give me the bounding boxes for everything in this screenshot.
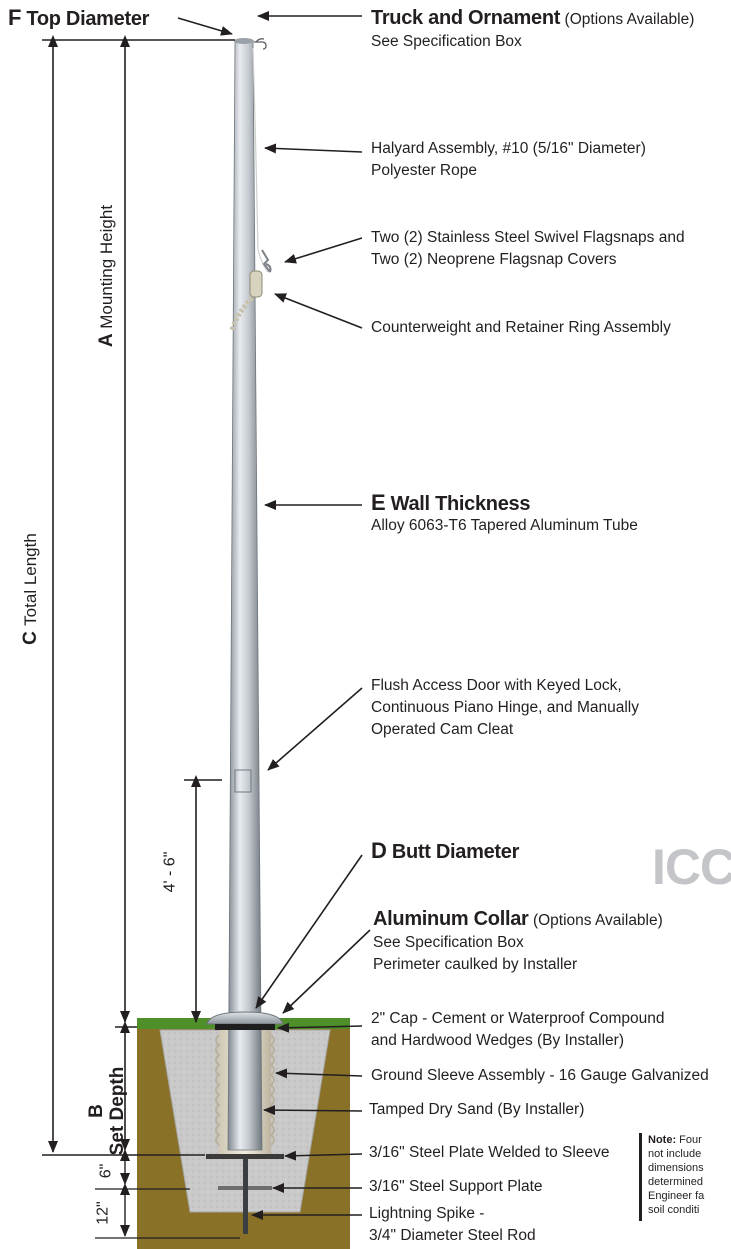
sand-line1: Tamped Dry Sand (By Installer) [369, 1101, 585, 1118]
butt-diameter-arrow [255, 854, 363, 1009]
mounting-height-text: Mounting Height [97, 204, 116, 329]
truck-ornament [234, 38, 254, 44]
six-inch-label: 6" [97, 1163, 115, 1179]
welded-plate-label: 3/16" Steel Plate Welded to Sleeve [369, 1142, 609, 1164]
collar-options: (Options Available) [532, 912, 663, 929]
butt-title: Butt Diameter [391, 841, 520, 863]
flagsnaps-arrow [284, 237, 363, 264]
note-text: Note: Four not include dimensions determ… [648, 1133, 731, 1217]
cap-arrow [277, 1022, 363, 1033]
welded-steel-plate [206, 1154, 284, 1159]
door-line1: Flush Access Door with Keyed Lock, [371, 677, 622, 694]
mounting-height-letter: A [96, 334, 117, 348]
note-line-3: determined [648, 1176, 704, 1188]
set-depth-letter: B [86, 1104, 107, 1118]
cap-line2: and Hardwood Wedges (By Installer) [371, 1032, 625, 1049]
truck-label: Truck and Ornament (Options Available) S… [371, 7, 694, 53]
top-diameter-text: Top Diameter [26, 8, 150, 30]
collar-label: Aluminum Collar (Options Available) See … [373, 908, 663, 976]
sleeve-corrugation-left [215, 1034, 221, 1146]
total-length-text: Total Length [21, 533, 40, 626]
sand-label: Tamped Dry Sand (By Installer) [369, 1099, 584, 1121]
top-diameter-label: F Top Diameter [8, 5, 150, 31]
door-height-label: 4' - 6" [161, 851, 179, 893]
butt-letter: D [371, 838, 387, 863]
sleeve-arrow [275, 1068, 363, 1079]
flagsnaps-line1: Two (2) Stainless Steel Swivel Flagsnaps… [371, 229, 685, 246]
sand-arrow [263, 1105, 363, 1116]
halyard-rope [252, 47, 269, 273]
collar-title: Aluminum Collar [373, 908, 529, 930]
note-bar [639, 1133, 642, 1221]
wall-letter: E [371, 490, 386, 515]
mounting-height-label: A Mounting Height [96, 181, 118, 371]
total-length-label: C Total Length [20, 509, 42, 669]
support-plate-line1: 3/16" Steel Support Plate [369, 1178, 543, 1195]
collar-cap-seal [215, 1024, 275, 1030]
spike-line2: 3/4" Diameter Steel Rod [369, 1227, 536, 1244]
counterweight-arrow [274, 293, 363, 329]
note-bold: Note: [648, 1134, 677, 1146]
truck-hook-icon [254, 38, 267, 50]
halyard-line1: Halyard Assembly, #10 (5/16" Diameter) [371, 140, 646, 157]
sleeve-line1: Ground Sleeve Assembly - 16 Gauge Galvan… [371, 1067, 709, 1084]
note-line-1: not include [648, 1148, 702, 1160]
aluminum-collar [206, 1011, 284, 1025]
note-line-0: Four [679, 1134, 702, 1146]
access-door-arrow [267, 687, 363, 771]
total-length-letter: C [20, 631, 41, 645]
set-depth-text: Set Depth [107, 1066, 128, 1156]
set-depth-label: B Set Depth [86, 1061, 128, 1161]
counterweight-label: Counterweight and Retainer Ring Assembly [371, 317, 671, 339]
welded-plate-arrow [284, 1150, 363, 1161]
collar-arrow [282, 929, 371, 1014]
wall-thickness-label: E Wall Thickness Alloy 6063-T6 Tapered A… [371, 492, 638, 537]
collar-sub2: Perimeter caulked by Installer [373, 956, 578, 973]
flagsnaps-label: Two (2) Stainless Steel Swivel Flagsnaps… [371, 227, 685, 271]
note-line-4: Engineer fa [648, 1190, 705, 1202]
counterweight-icon [249, 270, 263, 298]
sleeve-corrugation-right [269, 1034, 275, 1146]
note-line-2: dimensions [648, 1162, 704, 1174]
butt-diameter-label: D Butt Diameter [371, 838, 520, 864]
top-diameter-arrow [177, 17, 233, 36]
truck-options: (Options Available) [564, 11, 695, 28]
spike-label: Lightning Spike - 3/4" Diameter Steel Ro… [369, 1203, 536, 1247]
cap-line1: 2" Cap - Cement or Waterproof Compound [371, 1010, 665, 1027]
wall-title: Wall Thickness [390, 493, 531, 515]
flagsnaps-line2: Two (2) Neoprene Flagsnap Covers [371, 251, 617, 268]
wall-sub: Alloy 6063-T6 Tapered Aluminum Tube [371, 517, 638, 534]
sleeve-label: Ground Sleeve Assembly - 16 Gauge Galvan… [371, 1065, 731, 1087]
door-line2: Continuous Piano Hinge, and Manually [371, 699, 639, 716]
support-plate-label: 3/16" Steel Support Plate [369, 1176, 543, 1198]
counterweight-line1: Counterweight and Retainer Ring Assembly [371, 319, 671, 336]
note-line-5: soil conditi [648, 1204, 700, 1216]
access-door-label: Flush Access Door with Keyed Lock, Conti… [371, 675, 639, 741]
top-diameter-letter: F [8, 5, 22, 30]
cap-label: 2" Cap - Cement or Waterproof Compound a… [371, 1008, 665, 1052]
access-door-icon [234, 769, 252, 793]
halyard-arrow [264, 143, 363, 154]
retainer-chain-icon [229, 296, 254, 331]
watermark-text: ICC- [652, 839, 731, 895]
spike-line1: Lightning Spike - [369, 1205, 485, 1222]
collar-sub1: See Specification Box [373, 934, 524, 951]
flagsnap-icon [261, 249, 272, 273]
truck-title: Truck and Ornament [371, 7, 561, 29]
halyard-line2: Polyester Rope [371, 162, 477, 179]
welded-plate-line1: 3/16" Steel Plate Welded to Sleeve [369, 1144, 610, 1161]
lightning-spike [243, 1158, 248, 1234]
door-line3: Operated Cam Cleat [371, 721, 514, 738]
halyard-label: Halyard Assembly, #10 (5/16" Diameter) P… [371, 138, 646, 182]
twelve-inch-label: 12" [94, 1201, 112, 1225]
truck-sub: See Specification Box [371, 33, 522, 50]
